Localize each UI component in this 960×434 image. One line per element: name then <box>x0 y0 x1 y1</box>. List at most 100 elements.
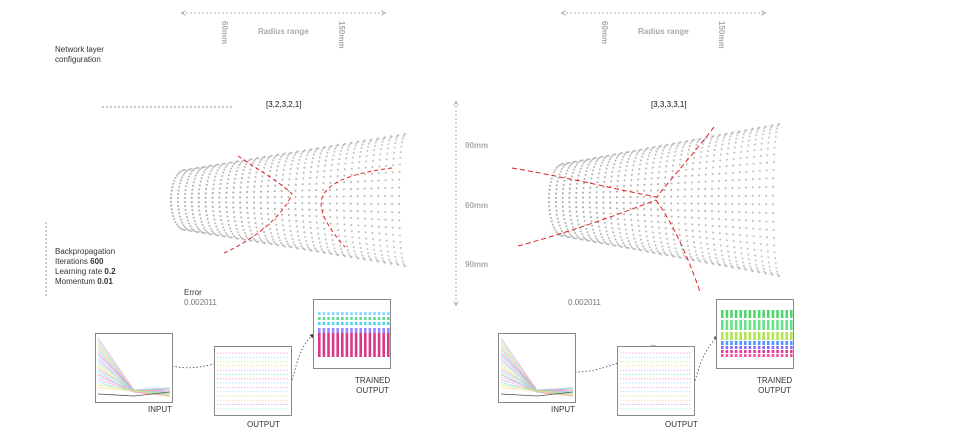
cone-point <box>204 196 207 199</box>
cone-point <box>745 170 748 173</box>
cone-point <box>223 168 226 171</box>
cone-point <box>371 231 374 235</box>
cone-point <box>350 167 353 170</box>
cone-point <box>745 219 748 222</box>
cone-point <box>178 171 181 174</box>
cone-point <box>232 201 235 204</box>
cone-point <box>204 192 207 195</box>
cone-point <box>732 239 735 243</box>
cone-point <box>190 170 193 173</box>
cone-point <box>676 202 680 205</box>
cone-point <box>323 170 326 173</box>
momentum-row: Momentum 0.01 <box>55 277 116 287</box>
cone-point <box>201 224 204 227</box>
cone-point <box>554 229 557 232</box>
cone-point <box>699 155 702 159</box>
cone-point <box>294 195 297 198</box>
cone-point <box>657 226 661 229</box>
cone-point <box>602 191 605 194</box>
cone-point <box>636 201 639 205</box>
cone-point <box>575 201 578 204</box>
cone-point <box>311 157 315 160</box>
cone-point <box>267 212 270 216</box>
cone-point <box>742 133 745 136</box>
trained-mark <box>730 310 733 318</box>
cone-point <box>197 166 200 169</box>
cone-point <box>735 137 738 140</box>
cone-point <box>283 245 287 248</box>
cone-point <box>707 247 710 250</box>
cone-point <box>200 177 203 180</box>
cone-point <box>637 219 640 222</box>
cone-point <box>765 211 768 215</box>
cone-point <box>336 216 339 219</box>
cone-point <box>629 184 632 187</box>
cone-point <box>212 210 215 213</box>
cone-point <box>347 252 350 255</box>
trained-mark <box>739 320 742 330</box>
cone-point <box>342 209 345 212</box>
cone-point <box>304 235 307 239</box>
cone-point <box>724 187 727 190</box>
cone-point <box>719 238 722 241</box>
cone-point <box>735 260 738 263</box>
left-cut-lines <box>221 155 393 255</box>
cone-point <box>368 140 371 143</box>
cone-point <box>379 148 383 151</box>
cone-point <box>193 177 196 180</box>
cone-point <box>213 218 216 221</box>
cone-point <box>677 222 680 225</box>
cone-point <box>189 224 192 228</box>
cone-point <box>303 248 307 251</box>
cone-point <box>351 161 354 164</box>
cone-point <box>181 221 184 224</box>
cone-point <box>702 257 706 260</box>
cone-point <box>610 222 613 225</box>
trained-mark <box>734 332 738 340</box>
cone-point <box>230 236 233 239</box>
cone-point <box>321 147 324 150</box>
cone-point <box>384 226 387 229</box>
trained-mark <box>767 310 770 318</box>
cone-point <box>713 154 716 157</box>
cone-point <box>335 145 338 148</box>
trained-mark <box>359 322 362 325</box>
cone-point <box>616 207 619 210</box>
trained-mark <box>780 354 784 357</box>
cone-point <box>304 161 307 165</box>
cone-point <box>656 148 659 151</box>
cone-point <box>719 244 722 247</box>
cone-point <box>632 233 635 236</box>
cone-point <box>554 201 557 204</box>
cone-point <box>611 154 614 157</box>
cone-point <box>225 201 228 204</box>
cone-point <box>649 149 653 152</box>
cone-point <box>695 144 698 147</box>
cone-point <box>392 157 395 160</box>
cone-point <box>715 257 718 260</box>
cone-point <box>738 211 741 214</box>
cone-point <box>365 237 368 240</box>
cone-point <box>287 195 290 199</box>
cone-point <box>618 231 622 235</box>
cone-point <box>751 219 754 222</box>
cone-point <box>356 195 359 198</box>
cone-point <box>363 195 366 198</box>
cone-point <box>684 181 687 184</box>
cone-point <box>185 185 188 188</box>
cone-point <box>364 231 367 234</box>
cone-point <box>190 167 193 170</box>
left-trained-caption-line1: TRAINED <box>355 376 391 385</box>
cone-point <box>197 231 200 234</box>
cone-point <box>358 155 361 158</box>
left-output-caption: OUTPUT <box>247 420 280 429</box>
cone-point <box>667 246 670 249</box>
cone-point <box>241 225 244 228</box>
cone-point <box>766 243 769 246</box>
cone-point <box>726 245 729 248</box>
radius-range-label-left: Radius range <box>258 27 309 36</box>
cone-point <box>199 180 202 183</box>
cone-point <box>702 254 705 258</box>
cone-point <box>240 220 243 223</box>
cone-point <box>628 154 631 157</box>
